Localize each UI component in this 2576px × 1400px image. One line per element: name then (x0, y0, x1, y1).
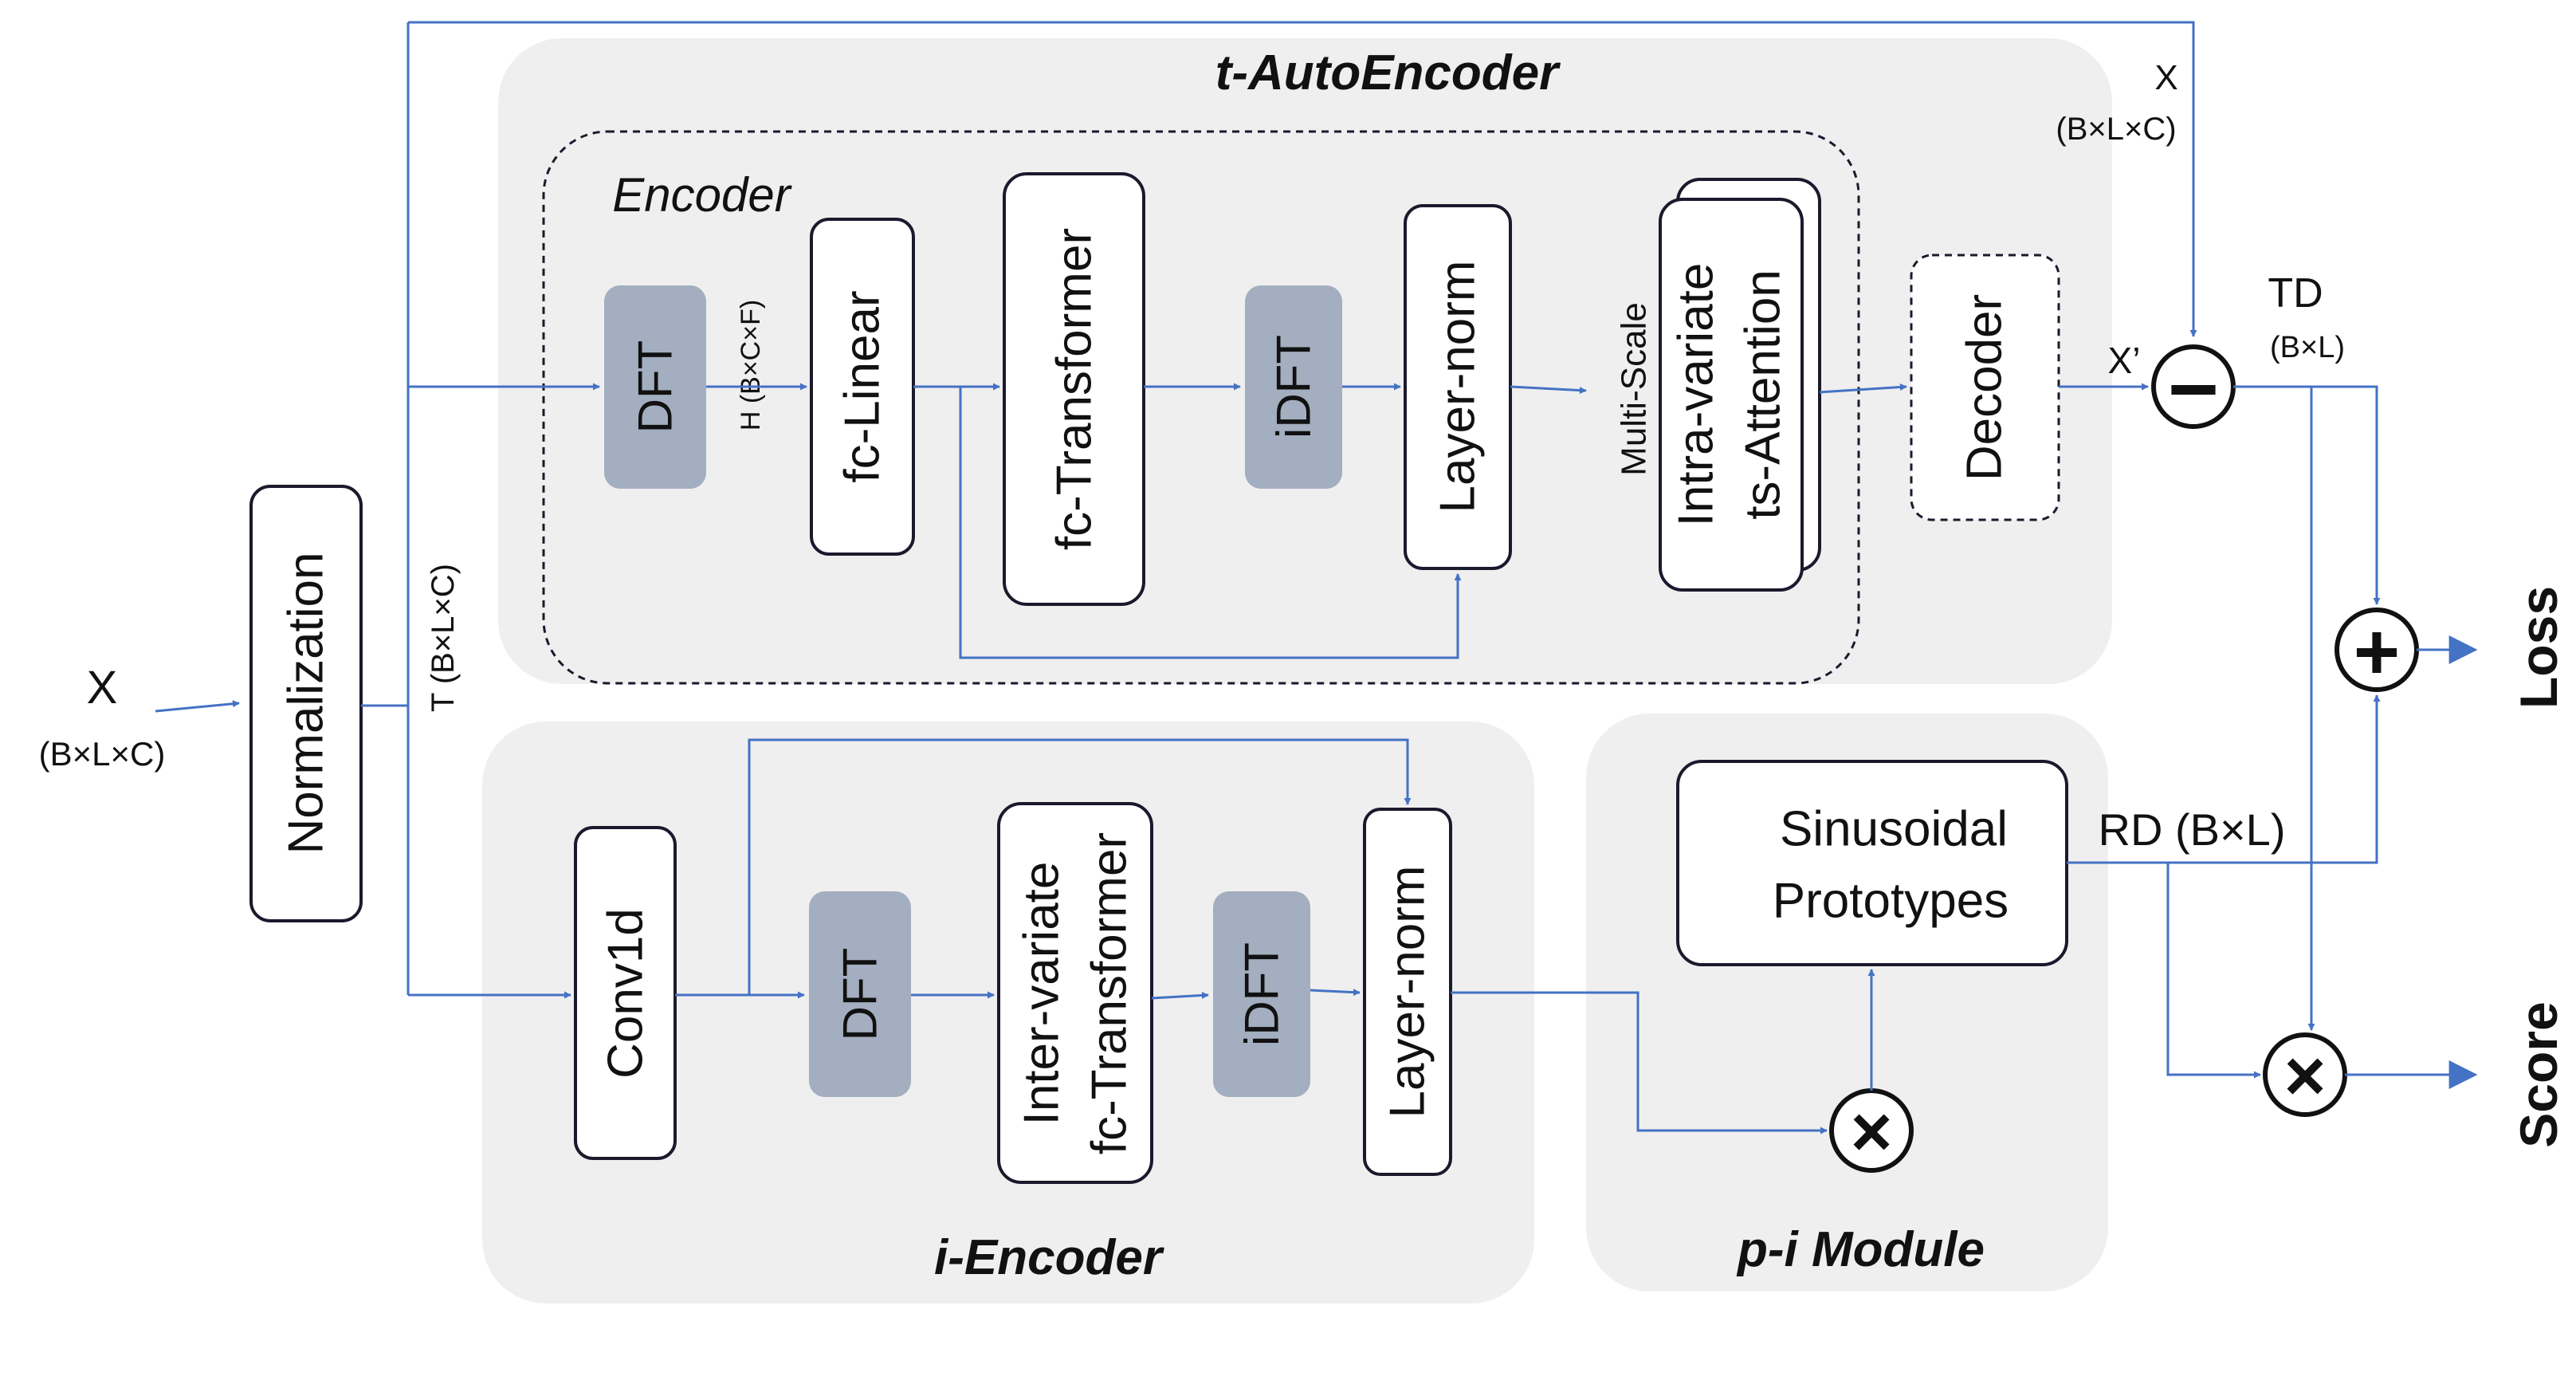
arrow-attention-to-decoder (1819, 383, 1907, 394)
td-shape: (B×L) (2270, 331, 2345, 364)
x-top-label: X (2154, 58, 2177, 97)
t-shape-label: T (B×L×C) (426, 564, 461, 712)
i-encoder-idft-label: iDFT (1235, 942, 1289, 1046)
input-x-shape: (B×L×C) (39, 735, 166, 773)
multi-scale-label: Multi-Scale (1615, 302, 1654, 476)
attention-label-line2: ts-Attention (1736, 269, 1791, 520)
arrow-i-layer-norm-to-times (1451, 991, 1828, 1135)
sinusoidal-label-line2: Prototypes (1773, 874, 2009, 929)
inter-variate-box (997, 802, 1153, 1184)
times-symbol-module: × (1851, 1092, 1893, 1172)
arrow-x-to-minus (408, 21, 2197, 337)
fc-linear-label: fc-Linear (835, 290, 890, 482)
fc-transformer-box (1003, 172, 1145, 606)
arrow-inter-variate-to-idft (1151, 991, 1209, 1000)
sinusoidal-prototypes-box (1676, 760, 2068, 966)
plus-symbol: + (2354, 608, 2400, 697)
i-encoder-layer-norm-label: Layer-norm (1380, 866, 1435, 1119)
normalization-box (249, 485, 363, 922)
arrow-layer-norm-to-attention (1510, 385, 1587, 395)
normalization-label: Normalization (279, 552, 334, 854)
td-label: TD (2268, 270, 2323, 317)
decoder-label: Decoder (1958, 294, 2012, 481)
i-encoder-dft-label: DFT (834, 948, 887, 1041)
times-symbol-output: × (2284, 1036, 2327, 1116)
x-prime-label: X’ (2108, 340, 2141, 381)
sinusoidal-label-line1: Sinusoidal (1780, 802, 2008, 857)
conv1d-label: Conv1d (599, 908, 654, 1079)
encoder-boundary (542, 130, 1860, 685)
arrow-rd-to-plus (2067, 694, 2381, 864)
arrow-skip-to-i-layer-norm (748, 738, 1412, 995)
score-label: Score (2509, 1001, 2568, 1147)
encoder-idft-box (1245, 285, 1342, 489)
arrow-rd-to-times (2166, 863, 2261, 1079)
i-encoder-dft-box (809, 891, 911, 1097)
minus-symbol: − (2168, 340, 2219, 438)
encoder-title: Encoder (612, 168, 791, 222)
t-autoencoder-title: t-AutoEncoder (1215, 45, 1561, 100)
i-encoder-idft-box (1213, 891, 1310, 1097)
attention-box-front (1659, 198, 1804, 592)
inter-variate-label-line1: Inter-variate (1015, 862, 1070, 1126)
encoder-layer-norm-label: Layer-norm (1431, 261, 1486, 513)
decoder-box (1910, 254, 2060, 521)
x-top-shape: (B×L×C) (2056, 112, 2176, 147)
arrow-residual-to-layer-norm (959, 387, 1462, 659)
arrow-td-to-plus (2233, 385, 2381, 605)
i-encoder-title: i-Encoder (934, 1230, 1164, 1285)
arrow-input-to-normalization (155, 700, 240, 713)
encoder-dft-box (604, 285, 706, 489)
conv1d-box (574, 826, 677, 1160)
encoder-idft-label: iDFT (1267, 335, 1321, 438)
pi-module-title: p-i Module (1736, 1222, 1985, 1277)
fc-transformer-label: fc-Transformer (1047, 228, 1102, 550)
input-x-label: X (87, 662, 118, 714)
inter-variate-label-line2: fc-Transformer (1082, 832, 1137, 1154)
loss-label: Loss (2509, 586, 2568, 709)
encoder-dft-label: DFT (629, 340, 682, 434)
h-shape-label: H (B×C×F) (736, 300, 766, 431)
arrow-idft-to-i-layer-norm (1310, 989, 1361, 997)
attention-label-line1: Intra-variate (1669, 263, 1724, 527)
rd-label: RD (B×L) (2099, 804, 2286, 855)
